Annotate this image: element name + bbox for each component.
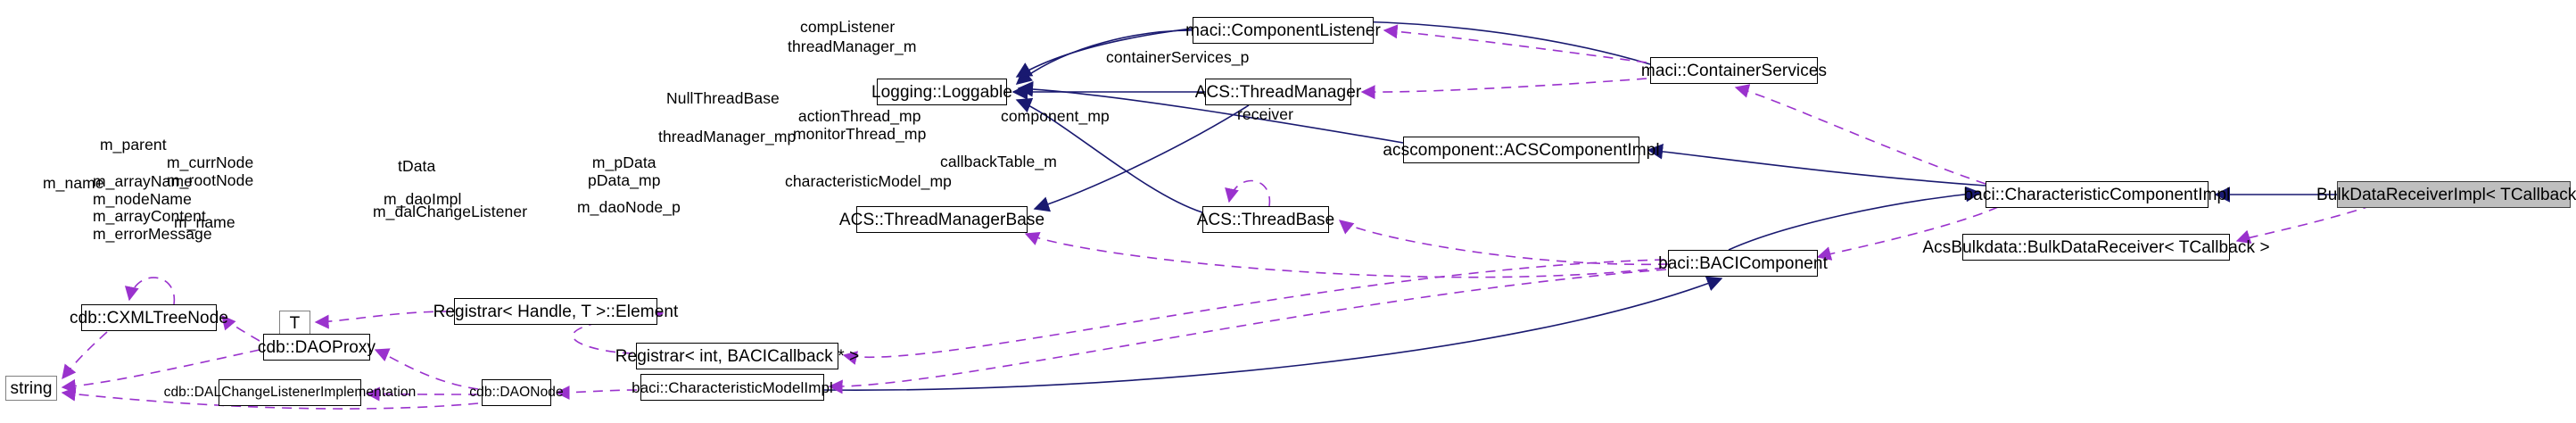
edge-label-component-mp: component_mp <box>1001 107 1110 125</box>
edge-label-m-currnode-rootnode: m_currNode m_rootNode <box>167 153 254 189</box>
node-registrar-handle-t-element[interactable]: Registrar< Handle, T >::Element <box>433 298 678 325</box>
edge-label-m-name-daonode: m_name <box>174 213 235 231</box>
edge-label-characteristicmodel-mp: characteristicModel_mp <box>785 172 952 190</box>
node-string[interactable]: string <box>5 376 57 401</box>
node-acs-threadbase[interactable]: ACS::ThreadBase <box>1197 206 1334 233</box>
node-logging-loggable[interactable]: Logging::Loggable <box>871 79 1012 105</box>
edge-label-receiver: receiver <box>1237 105 1294 123</box>
node-acsbulkdata-bulkdatareceiver[interactable]: AcsBulkdata::BulkDataReceiver< TCallback… <box>1922 234 2270 261</box>
edge-label-m-name-cxmltreenode: m_name <box>43 174 104 192</box>
edge-label-complistener: compListener <box>800 18 896 36</box>
edge-label-m-dalchangelistener: m_dalChangeListener <box>373 203 528 220</box>
edge-label-m-parent: m_parent <box>100 136 167 153</box>
node-cdb-cxmltreenode[interactable]: cdb::CXMLTreeNode <box>70 304 228 331</box>
node-registrar-int-bacicallback[interactable]: Registrar< int, BACICallback * > <box>615 343 859 369</box>
node-acs-threadmanager[interactable]: ACS::ThreadManager <box>1195 79 1361 105</box>
node-template-parameter-t[interactable]: T <box>279 311 310 336</box>
edge-label-action-monitor-thread: actionThread_mp monitorThread_mp <box>793 107 927 143</box>
edge-label-cxmltreenode-members: m_arrayName m_nodeName m_arrayContent m_… <box>93 172 212 243</box>
node-maci-containerservices[interactable]: maci::ContainerServices <box>1641 57 1827 84</box>
node-cdb-daoproxy[interactable]: cdb::DAOProxy <box>258 334 376 361</box>
edge-label-m-daoimpl: m_daoImpl <box>384 190 462 208</box>
node-cdb-daonode[interactable]: cdb::DAONode <box>469 379 564 406</box>
edge-label-callbacktable-m: callbackTable_m <box>940 153 1057 170</box>
edge-label-tdata: tData <box>398 157 436 175</box>
edge-label-containerservices-p: containerServices_p <box>1106 48 1250 66</box>
node-bulkdatareceiverimpl[interactable]: BulkDataReceiverImpl< TCallback > <box>2316 181 2576 208</box>
node-baci-characteristiccomponentimpl[interactable]: baci::CharacteristicComponentImpl <box>1964 181 2230 208</box>
node-cdb-dalchangelistenerimplementation[interactable]: cdb::DALChangeListenerImplementation <box>164 379 416 406</box>
node-baci-characteristicmodelimpl[interactable]: baci::CharacteristicModelImpl <box>632 374 833 401</box>
node-baci-bacicomponent[interactable]: baci::BACIComponent <box>1658 250 1828 277</box>
edge-label-nullthreadbase: NullThreadBase <box>666 89 780 107</box>
edge-label-threadmanager-mp: threadManager_mp <box>658 128 797 145</box>
node-acscomponent-acscomponentimpl[interactable]: acscomponent::ACSComponentImpl <box>1383 137 1660 163</box>
node-acs-threadmanagerbase[interactable]: ACS::ThreadManagerBase <box>839 206 1044 233</box>
node-maci-componentlistener[interactable]: maci::ComponentListener <box>1185 17 1381 44</box>
edge-label-m-daonode-p: m_daoNode_p <box>577 198 681 216</box>
edge-label-m-pdata: m_pData pData_mp <box>588 153 661 189</box>
edge-label-threadmanager-m: threadManager_m <box>788 37 917 55</box>
